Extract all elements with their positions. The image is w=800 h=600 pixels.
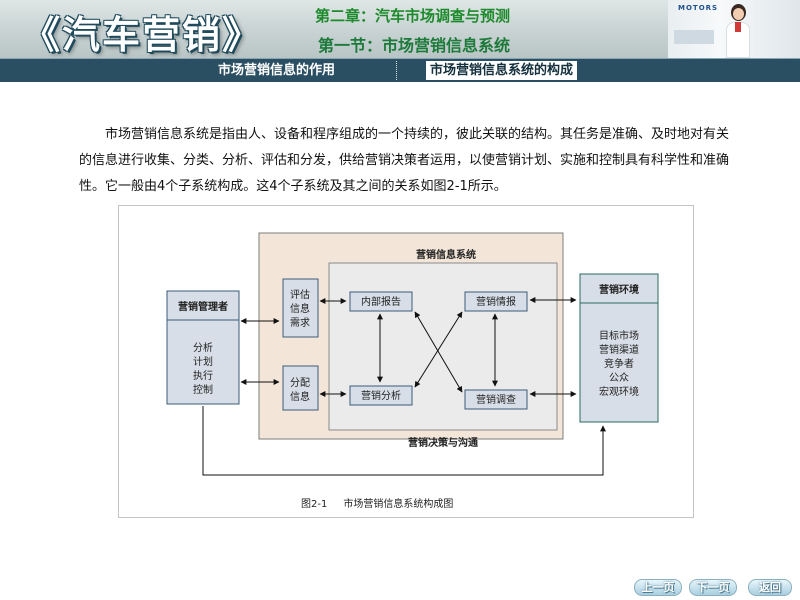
assess-needs-box	[282, 278, 319, 338]
assess-line-3: 需求	[290, 317, 310, 329]
manager-line-4: 控制	[193, 383, 213, 396]
analysis-label: 营销分析	[361, 389, 401, 402]
figure-2-1: 营销信息系统 营销决策与沟通 营销管理者 分析 计划 执行 控制 营销环境 目标…	[118, 205, 694, 518]
presenter-figure	[724, 2, 752, 58]
mis-diagram: 营销信息系统 营销决策与沟通 营销管理者 分析 计划 执行 控制 营销环境 目标…	[166, 232, 659, 476]
nav-divider	[396, 61, 397, 80]
internal-reports-box	[349, 291, 413, 312]
intro-paragraph: 市场营销信息系统是指由人、设备和程序组成的一个持续的，彼此关联的结构。其任务是准…	[79, 127, 730, 194]
manager-title: 营销管理者	[178, 300, 228, 313]
environment-line-4: 公众	[609, 372, 629, 384]
distribute-line-2: 信息	[290, 390, 310, 403]
environment-title: 营销环境	[599, 283, 639, 296]
photo-counter	[674, 30, 714, 44]
environment-line-3: 竞争者	[604, 357, 634, 370]
manager-line-3: 执行	[193, 369, 213, 382]
arrow-analysis-intel	[414, 311, 463, 388]
intelligence-box	[464, 291, 528, 312]
assess-line-2: 信息	[290, 302, 310, 315]
diagram-arrows	[202, 297, 606, 476]
topic-nav: 市场营销信息的作用 市场营销信息系统的构成	[0, 58, 800, 82]
prev-page-button[interactable]: 上一页	[634, 579, 682, 596]
internal-reports-label: 内部报告	[361, 295, 401, 308]
environment-line-1: 目标市场	[599, 329, 639, 342]
tab-marketing-info-system[interactable]: 市场营销信息系统的构成	[426, 61, 578, 80]
back-button[interactable]: 返回	[748, 579, 792, 596]
analysis-box	[349, 385, 413, 406]
next-page-button[interactable]: 下一页	[689, 579, 737, 596]
environment-line-5: 宏观环境	[599, 385, 639, 398]
distribute-info-box	[282, 365, 319, 411]
figure-caption: 图2-1 市场营销信息系统构成图	[301, 495, 453, 510]
research-label: 营销调查	[476, 393, 516, 406]
header-banner: 《汽车营销》 第二章：汽车市场调查与预测 第一节：市场营销信息系统 MOTORS	[0, 0, 800, 58]
research-box	[464, 389, 528, 410]
caption-text: 市场营销信息系统构成图	[343, 499, 454, 510]
tab-marketing-info-role[interactable]: 市场营销信息的作用	[218, 63, 336, 78]
section-title: 第一节：市场营销信息系统	[318, 36, 511, 55]
header-photo: MOTORS	[668, 0, 800, 58]
course-title: 《汽车营销》	[22, 12, 263, 57]
photo-sign-text: MOTORS	[678, 4, 719, 12]
intelligence-label: 营销情报	[476, 295, 516, 308]
manager-line-1: 分析	[193, 341, 213, 354]
manager-line-2: 计划	[193, 355, 213, 368]
arrow-feedback-loop	[202, 406, 606, 476]
chapter-title: 第二章：汽车市场调查与预测	[315, 7, 511, 25]
info-system-label: 营销信息系统	[416, 248, 476, 261]
decision-label: 营销决策与沟通	[408, 436, 478, 449]
assess-line-1: 评估	[290, 288, 310, 301]
distribute-line-1: 分配	[290, 377, 310, 389]
caption-number: 图2-1	[301, 499, 328, 510]
manager-box-bg	[166, 290, 240, 405]
environment-line-2: 营销渠道	[599, 343, 639, 356]
